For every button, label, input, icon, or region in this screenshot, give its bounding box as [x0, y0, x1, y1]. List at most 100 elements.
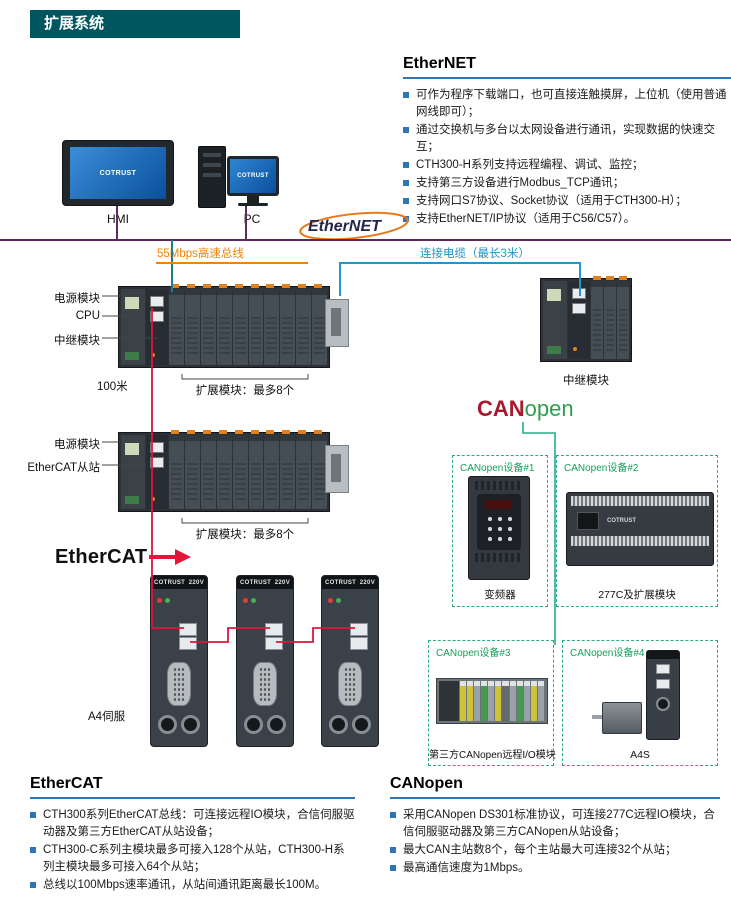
canopen-device-box-1: CANopen设备#1 变频器: [452, 455, 548, 607]
plc-display: [577, 512, 599, 530]
bus-connector-tab: [298, 430, 307, 434]
expansion-module: [216, 284, 232, 365]
canopen-bullet-list: 采用CANopen DS301标准协议，可连接277C远程IO模块，合信伺服驱动…: [390, 807, 720, 877]
bus-connector-tab: [186, 284, 195, 288]
io-terminal-slice: [460, 681, 467, 721]
expansion-module: [617, 276, 629, 359]
module-vent: [619, 309, 627, 351]
highspeed-bus-label: 55Mbps高速总线: [157, 248, 244, 260]
ethercat-bullet-list: CTH300系列EtherCAT总线：可连接远程IO模块，合信伺服驱动器及第三方…: [30, 807, 355, 894]
expansion-bracket: [181, 374, 309, 380]
canopen-device-box-2: CANopen设备#2 277C及扩展模块: [556, 455, 718, 607]
module-vent: [234, 463, 246, 501]
servo-led-red: [328, 598, 333, 603]
vfd-device: [468, 476, 530, 580]
power-module: [121, 289, 145, 365]
io-terminal-slice: [537, 681, 544, 721]
ethercat-arrow-icon: [149, 549, 192, 565]
servo-round-connector: [329, 715, 348, 734]
rack2-power-label: 电源模块: [54, 439, 100, 451]
canopen-device-caption: 第三方CANopen远程I/O模块: [429, 750, 556, 761]
canopen-device-box-3: CANopen设备#3 第三方CANopen远程I/O模块: [428, 640, 556, 766]
servo-dsub-connector: [253, 662, 277, 706]
bus-connector-tab: [619, 276, 627, 280]
canopen-device-tag: CANopen设备#4: [568, 644, 647, 659]
module-vent: [186, 463, 198, 501]
power-module-terminal: [547, 346, 561, 354]
rack1-cpu-label: CPU: [75, 310, 100, 322]
power-module: [121, 435, 145, 509]
io-terminal-slice: [474, 681, 481, 721]
expansion-module: [200, 430, 216, 509]
power-module-label-plate: [125, 297, 139, 309]
a4s-round-connector: [656, 697, 670, 711]
module-vent: [202, 317, 214, 357]
page-header-banner: 扩展系统: [30, 10, 240, 38]
module-vent: [298, 463, 310, 501]
canopen-device-tag: CANopen设备#1: [458, 459, 537, 474]
distance-label: 100米: [97, 381, 128, 393]
rack2-slave-label: EtherCAT从站: [27, 462, 100, 474]
expansion-module: [264, 284, 280, 365]
io-terminal-slice: [481, 681, 488, 721]
module-vent: [234, 317, 246, 357]
canopen-device-caption: 277C及扩展模块: [598, 589, 676, 601]
repeater-port: [572, 288, 586, 299]
bullet-square: [390, 812, 396, 818]
bus-connector-tab: [171, 284, 179, 288]
servo-voltage-text: 220V: [188, 579, 204, 586]
cpu-led: [151, 353, 155, 357]
power-module-terminal: [125, 352, 139, 360]
hmi-brand-text: COTRUST: [99, 169, 137, 177]
expansion-connector-slot: [331, 454, 341, 482]
servo-dsub-connector: [338, 662, 362, 706]
power-module: [543, 281, 567, 359]
plc-brand-text: COTRUST: [607, 518, 636, 524]
bus-connector-tab: [202, 430, 211, 434]
bullet-square: [403, 180, 409, 186]
expansion-connector-slot: [331, 308, 341, 336]
bus-connector-tab: [606, 276, 614, 280]
list-item: CTH300-H系列支持远程编程、调试、监控；: [403, 157, 731, 174]
vfd-vent: [475, 481, 523, 490]
expansion-module: [296, 284, 312, 365]
list-item: 采用CANopen DS301标准协议，可连接277C远程IO模块，合信伺服驱动…: [390, 807, 720, 841]
ethernet-info-section: EtherNET 可作为程序下载端口，也可直接连触摸屏，上位机（使用普通网线即可…: [403, 55, 731, 229]
tower-slot: [203, 163, 221, 167]
module-vent: [606, 309, 614, 351]
expansion-module: [604, 276, 616, 359]
repeater-module: [568, 281, 590, 359]
hmi-panel: COTRUST: [62, 140, 174, 206]
io-terminal-slice: [467, 681, 474, 721]
bullet-text: 支持网口S7协议、Socket协议（适用于CTH300-H）；: [416, 195, 687, 207]
ethernet-logo-swoosh: [299, 211, 409, 241]
servo-drive-1: COTRUST 220V: [150, 575, 208, 747]
module-vent: [266, 317, 278, 357]
a4s-header: [647, 651, 679, 659]
bus-connector-tab: [314, 430, 323, 434]
vfd-panel: [477, 494, 521, 550]
plc-277c-device: COTRUST: [566, 492, 714, 566]
bus-connector-tab: [234, 430, 243, 434]
expansion-module: [200, 284, 216, 365]
bullet-square: [390, 847, 396, 853]
expansion-module: [232, 430, 248, 509]
plc-rack-ethercat-slave: [118, 430, 349, 512]
module-vent: [218, 463, 230, 501]
module-vent: [250, 463, 262, 501]
servo-round-connector: [267, 715, 286, 734]
servo-led-green: [251, 598, 256, 603]
pc-label: PC: [243, 212, 261, 226]
repeater-rack-label: 中继模块: [563, 375, 609, 387]
hmi-screen: COTRUST: [70, 147, 166, 199]
module-vent: [186, 317, 198, 357]
ethercat-logo-text: EtherCAT: [55, 545, 148, 568]
ethernet-bullet-list: 可作为程序下载端口，也可直接连触摸屏，上位机（使用普通网线即可）； 通过交换机与…: [403, 87, 731, 228]
pc-tower: [198, 146, 226, 208]
plc-face: COTRUST: [577, 512, 703, 530]
module-vent: [314, 463, 326, 501]
plc-rack-main: [118, 284, 349, 368]
list-item: CTH300-C系列主模块最多可接入128个从站，CTH300-H系列主模块最多…: [30, 842, 355, 876]
expansion-module: [169, 430, 184, 509]
